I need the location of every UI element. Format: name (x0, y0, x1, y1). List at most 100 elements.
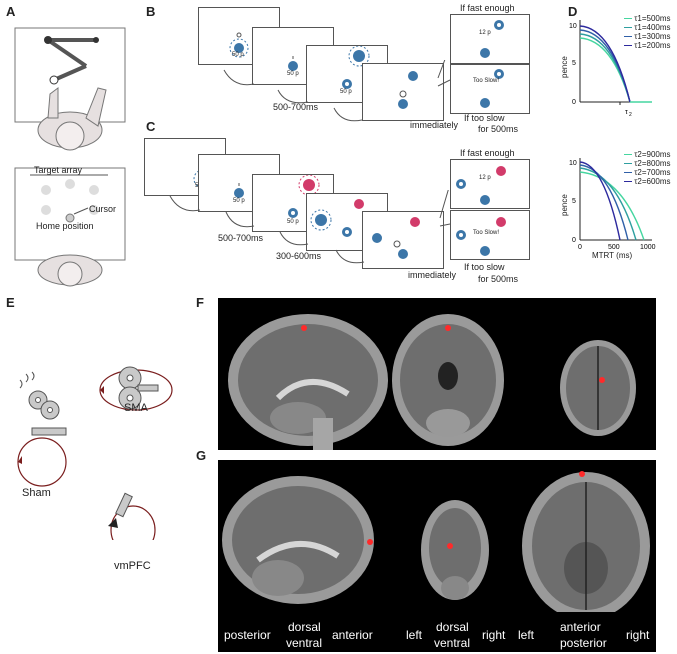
d-bottom-xtick-1000: 1000 (640, 244, 656, 251)
b-delay: 500-700ms (273, 102, 319, 112)
d-top-legend-2: τ1=400ms (624, 23, 671, 32)
sma-coil-icon (118, 366, 159, 410)
d-bottom-ytick-10: 10 (569, 160, 577, 167)
d-bottom-chart: 10 5 0 0 500 1000 (569, 158, 656, 251)
d-bottom-ytick-5: 5 (572, 198, 576, 205)
d-bottom-ylabel: pence (560, 194, 569, 216)
sham-head (17, 437, 67, 487)
d-bottom-series-3 (579, 164, 629, 241)
d-bottom-ytick-0: 0 (572, 237, 576, 244)
g-marker-sagittal (367, 539, 373, 545)
b-fast-points: 12 p (479, 30, 491, 36)
d-top-legend: τ1=500ms τ1=400ms τ1=300ms τ1=200ms (624, 14, 671, 50)
d-bottom-legend-4-text: τ2=600ms (634, 177, 671, 186)
d-top-series-4 (579, 25, 631, 103)
vmpfc-coil-icon (108, 492, 133, 528)
c-delay-2: 300-600ms (276, 251, 322, 261)
panel-label-g: G (196, 448, 207, 463)
d-bottom-series-1 (579, 171, 645, 241)
b-screen-3-drawing (342, 45, 370, 89)
g-label-left-2: left (518, 628, 535, 642)
b-screen-4 (362, 63, 444, 121)
c-slow-screen: Too Slow! (450, 210, 530, 260)
d-top-ytick-0: 0 (572, 99, 576, 106)
d-bottom-xtick-0: 0 (578, 244, 582, 251)
c-arrows (169, 190, 451, 264)
panel-label-a: A (6, 4, 16, 19)
panel-label-f: F (196, 295, 204, 310)
c-fast-drawing (456, 166, 506, 205)
panel-e-illustration (17, 366, 173, 540)
d-bottom-xlabel: MTRT (ms) (592, 251, 633, 260)
g-label-anterior-2: anterior (560, 620, 601, 634)
d-bottom-series-4 (579, 161, 621, 241)
g-label-ventral-1: ventral (286, 636, 323, 650)
b-fast-drawing (480, 20, 504, 58)
vmpfc-head (110, 505, 156, 540)
g-label-anterior-1: anterior (332, 628, 373, 642)
d-bottom-series-2 (579, 167, 637, 241)
b-slow-title-1: If too slow (464, 113, 505, 123)
d-bottom-legend-4: τ2=600ms (624, 177, 671, 186)
g-label-posterior: posterior (224, 628, 271, 642)
panel-f-mri (218, 298, 656, 450)
target-array-label: Target array (34, 165, 83, 175)
g-label-right-1: right (482, 628, 506, 642)
b-screen-4-drawing (398, 71, 418, 109)
f-marker-axial (599, 377, 605, 383)
b-slow-drawing (480, 69, 504, 108)
f-mri-drawing (228, 314, 636, 450)
d-top-legend-3: τ1=300ms (624, 32, 671, 41)
panel-g-mri: posterior dorsal ventral anterior left d… (218, 460, 656, 652)
sma-label: SMA (124, 402, 148, 414)
sham-label: Sham (22, 487, 51, 499)
g-label-left-1: left (406, 628, 423, 642)
panel-label-b: B (146, 4, 156, 19)
b-immediately: immediately (410, 120, 459, 130)
c-delay-1: 500-700ms (218, 233, 264, 243)
b-screen-1-drawing (229, 32, 249, 58)
d-top-legend-1-text: τ1=500ms (634, 14, 671, 23)
d-bottom-legend-1: τ2=900ms (624, 150, 671, 159)
robot-arm-icon (44, 36, 99, 85)
c-fast-title: If fast enough (460, 148, 515, 158)
b2-points: 50 p (287, 71, 299, 77)
d-top-ytick-5: 5 (572, 60, 576, 67)
d-top-legend-4: τ1=200ms (624, 41, 671, 50)
f-marker-sagittal (301, 325, 307, 331)
d-top-ytick-10: 10 (569, 23, 577, 30)
d-bottom-legend-3-text: τ2=700ms (634, 168, 671, 177)
c-immediately: immediately (408, 270, 457, 280)
b-slow-title-2: for 500ms (478, 124, 519, 134)
d-top-ylabel: pence (560, 56, 569, 78)
c-slow-text: Too Slow! (473, 230, 500, 236)
c-screen-3-drawing (288, 174, 320, 218)
d-bottom-legend-1-text: τ2=900ms (634, 150, 671, 159)
d-bottom-legend-3: τ2=700ms (624, 168, 671, 177)
d-bottom-legend-2: τ2=800ms (624, 159, 671, 168)
vmpfc-label: vmPFC (114, 560, 151, 572)
f-marker-coronal (445, 325, 451, 331)
c3-points: 50 p (287, 219, 299, 225)
c2-points: 50 p (233, 198, 245, 204)
d-top-legend-1: τ1=500ms (624, 14, 671, 23)
c-slow-title-1: If too slow (464, 262, 505, 272)
d-bottom-xtick-500: 500 (608, 244, 620, 251)
g-label-ventral-2: ventral (434, 636, 471, 650)
b-screen-2-drawing (288, 56, 298, 71)
g-label-dorsal-2: dorsal (436, 620, 469, 634)
c-slow-drawing (456, 217, 506, 256)
c-screen-4-drawing (310, 199, 364, 237)
g-marker-coronal (447, 543, 453, 549)
g-marker-axial (579, 471, 585, 477)
home-position-label: Home position (36, 221, 94, 231)
panel-a-illustration (14, 27, 126, 287)
d-top-chart: 10 5 0 τ 2 (569, 20, 652, 118)
g-label-right-2: right (626, 628, 650, 642)
g-label-dorsal-1: dorsal (288, 620, 321, 634)
c-screen-5 (362, 211, 444, 269)
d-top-xmark-sub: 2 (629, 112, 632, 118)
g-label-posterior-2: posterior (560, 636, 607, 650)
c-screen-5-drawing (372, 217, 420, 259)
panel-label-d: D (568, 4, 578, 19)
